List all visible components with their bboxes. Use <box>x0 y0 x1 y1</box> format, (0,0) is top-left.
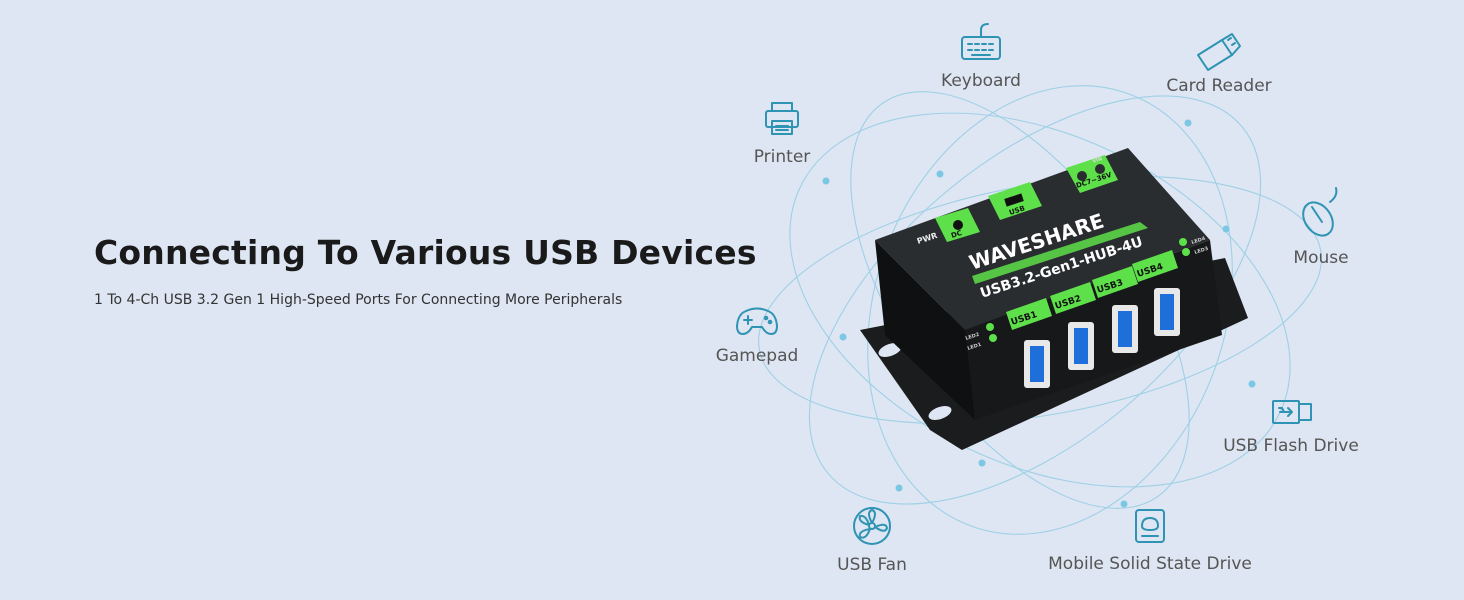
led2-label: LED2 <box>965 332 981 342</box>
hub-side-face <box>875 240 975 420</box>
mobile-ssd-label: Mobile Solid State Drive <box>1048 554 1252 574</box>
card-reader-icon <box>1197 33 1241 71</box>
dc-label: DC <box>950 229 963 240</box>
usb-ports <box>1024 288 1180 388</box>
printer-label: Printer <box>754 147 811 167</box>
led-indicators <box>986 238 1190 342</box>
keyboard-icon <box>961 23 1001 60</box>
mouse-icon <box>1302 187 1338 237</box>
usb-fan-icon <box>853 507 891 545</box>
led1-label: LED1 <box>967 342 983 352</box>
usb-hub-device: PWR DC USB DC7~36V VIN WAVESHARE USB3.2-… <box>860 148 1248 450</box>
top-connectors <box>935 155 1118 242</box>
vin-label: VIN <box>1092 156 1103 165</box>
mouse-label: Mouse <box>1293 248 1348 268</box>
gamepad-icon <box>736 307 778 335</box>
printer-icon <box>765 102 799 135</box>
usb-flash-drive-icon <box>1272 400 1312 424</box>
led3-label: LED3 <box>1194 246 1210 256</box>
card-reader-label: Card Reader <box>1166 76 1271 96</box>
led4-label: LED4 <box>1191 236 1207 246</box>
page-subheadline: 1 To 4-Ch USB 3.2 Gen 1 High-Speed Ports… <box>94 292 623 308</box>
hub-top-face <box>875 148 1210 330</box>
orbit-dots <box>822 119 1256 508</box>
keyboard-label: Keyboard <box>941 71 1021 91</box>
usb-flash-drive-label: USB Flash Drive <box>1223 436 1359 456</box>
usb-fan-label: USB Fan <box>837 555 907 575</box>
mobile-ssd-icon <box>1135 509 1165 543</box>
gamepad-label: Gamepad <box>716 346 799 366</box>
page-headline: Connecting To Various USB Devices <box>94 233 757 272</box>
